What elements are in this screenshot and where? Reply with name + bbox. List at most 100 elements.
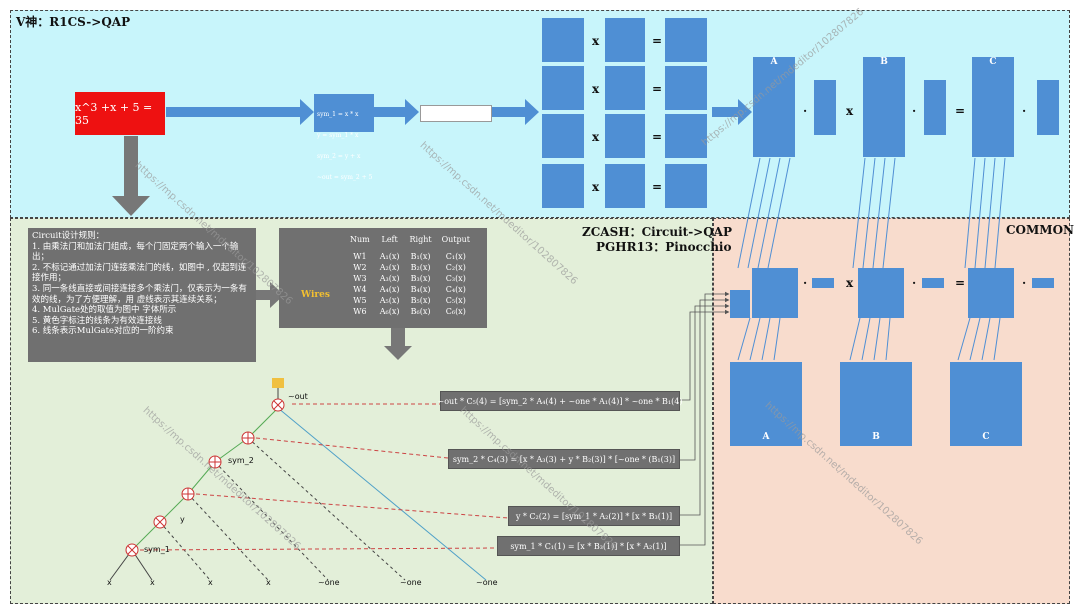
cell: A₁(x) xyxy=(379,252,400,261)
cell: A₅(x) xyxy=(379,296,400,305)
rule-item: 3. 同一条线直接或间接连接多个乘法门，仅表示为一条有效的线，为了方便理解，用 … xyxy=(32,283,247,305)
wires-header: Left xyxy=(381,235,398,244)
flat-line: y = sym_1 * x xyxy=(317,132,359,139)
input-label: ~one xyxy=(476,578,498,587)
equals-op: = xyxy=(652,34,663,48)
qap-matrix-c: C xyxy=(972,57,1014,157)
rule-item: 5. 黄色字标注的线条为有效连接线 xyxy=(32,315,162,326)
common-matrix-b xyxy=(858,268,904,318)
rule-item: 6. 线条表示MulGate对应的一阶约束 xyxy=(32,326,174,337)
circuit-rules-box: Circuit设计规则： 1. 由乘法门和加法门组成，每个门固定两个输入一个输出… xyxy=(28,228,256,362)
input-label: x xyxy=(208,578,213,587)
equals-op: = xyxy=(955,104,966,118)
wires-header: Right xyxy=(409,235,432,244)
cell: B₁(x) xyxy=(410,252,431,261)
rules-title: Circuit设计规则： xyxy=(32,231,105,241)
cell: C₄(x) xyxy=(445,285,466,294)
constraint-out: ~out * C₅(4) = [sym_2 * A₄(4) + ~one * A… xyxy=(438,391,682,411)
wires-row: W1 A₁(x) B₁(x) C₁(x) xyxy=(345,251,475,262)
wires-row: W2 A₂(x) B₂(x) C₂(x) xyxy=(345,262,475,273)
wires-header: Output xyxy=(441,235,470,244)
node-label-sym2: sym_2 xyxy=(228,456,254,465)
equation-box: x^3 +x + 5 = 35 xyxy=(75,92,165,135)
cell: B₂(x) xyxy=(410,263,431,272)
dot-op: · xyxy=(912,104,917,118)
qap-vector xyxy=(1037,80,1059,135)
cell: W2 xyxy=(353,263,367,272)
r1cs-matrix xyxy=(605,164,645,208)
cell: W6 xyxy=(353,307,367,316)
input-label: x xyxy=(107,578,112,587)
common-vector xyxy=(1032,278,1054,288)
r1cs-matrix xyxy=(605,114,645,158)
input-label: ~one xyxy=(400,578,422,587)
constraint-sym1: sym_1 * C₁(1) = [x * B₃(1)] * [x * A₂(1)… xyxy=(497,536,680,556)
equals-op: = xyxy=(955,276,966,290)
rule-item: 2. 不标记通过加法门连接乘法门的线，如图中 , 仅起到连接作用； xyxy=(32,262,247,284)
arrow-eq-flat xyxy=(166,99,314,125)
cell: B₅(x) xyxy=(410,296,431,305)
r1cs-matrix xyxy=(665,114,707,158)
flattening-box: sym_1 = x * x y = sym_1 * x sym_2 = y + … xyxy=(314,94,374,181)
flat-line: sym_2 = y + x xyxy=(317,153,361,160)
result-matrix-c: C xyxy=(950,362,1022,446)
r1cs-matrix xyxy=(542,18,584,62)
r1cs-matrix xyxy=(605,18,645,62)
cell: A₃(x) xyxy=(379,274,400,283)
r1cs-matrix xyxy=(605,66,645,110)
result-matrix-a: A xyxy=(730,362,802,446)
arrow-rules-wires xyxy=(256,282,284,308)
cell: A₆(x) xyxy=(379,307,400,316)
gates xyxy=(125,398,285,557)
node-label-out: ~out xyxy=(288,392,308,401)
dot-op: · xyxy=(912,276,917,290)
common-vector xyxy=(812,278,834,288)
common-vector xyxy=(730,290,750,318)
cell: C₁(x) xyxy=(445,252,466,261)
dot-op: · xyxy=(803,104,808,118)
arrow-flat-gate xyxy=(374,99,419,125)
times-op: x xyxy=(846,104,854,118)
arrow-wires-down xyxy=(384,326,412,360)
input-label: x xyxy=(150,578,155,587)
equals-op: = xyxy=(652,180,663,194)
cell: C₂(x) xyxy=(445,263,466,272)
arrow-eq-down xyxy=(112,136,150,216)
qap-matrix-a: A xyxy=(753,57,795,157)
gates-summary-box xyxy=(420,105,492,122)
r1cs-matrix xyxy=(665,164,707,208)
times-op: x xyxy=(846,276,854,290)
wires-row: W3 A₃(x) B₃(x) C₃(x) xyxy=(345,273,475,284)
qap-matrix-b: B xyxy=(863,57,905,157)
dot-op: · xyxy=(1022,276,1027,290)
circuit-tree xyxy=(109,385,509,581)
qap-vector xyxy=(924,80,946,135)
input-label: x xyxy=(266,578,271,587)
result-matrix-b: B xyxy=(840,362,912,446)
cell: W1 xyxy=(353,252,367,261)
input-label: ~one xyxy=(318,578,340,587)
qap-vector xyxy=(814,80,836,135)
r1cs-matrix xyxy=(542,114,584,158)
cell: A₂(x) xyxy=(379,263,400,272)
times-op: x xyxy=(592,34,600,48)
r1cs-matrix xyxy=(665,66,707,110)
cell: W3 xyxy=(353,274,367,283)
pghr13-label: PGHR13：Pinocchio xyxy=(596,240,732,254)
dot-op: · xyxy=(803,276,808,290)
r1cs-matrix xyxy=(542,66,584,110)
cell: C₃(x) xyxy=(445,274,466,283)
cell: B₄(x) xyxy=(410,285,431,294)
node-label-y: y xyxy=(180,515,185,524)
equals-op: = xyxy=(652,82,663,96)
node-label-sym1: sym_1 xyxy=(144,545,170,554)
times-op: x xyxy=(592,130,600,144)
r1cs-matrix xyxy=(542,164,584,208)
cell: A₄(x) xyxy=(379,285,400,294)
cell: B₃(x) xyxy=(410,274,431,283)
